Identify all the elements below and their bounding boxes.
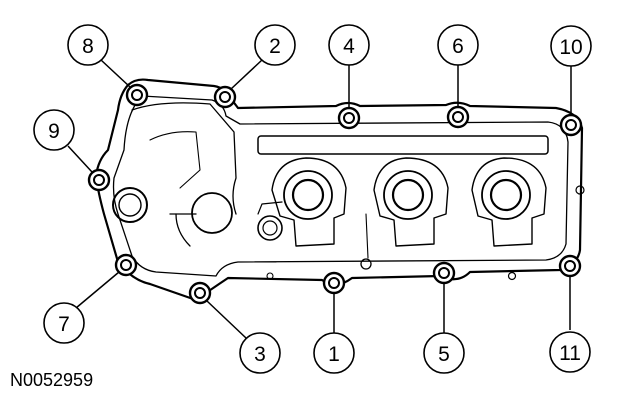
ridge-line — [131, 102, 237, 215]
cover-outline — [94, 78, 584, 302]
bolt-4 — [337, 106, 361, 130]
mount-boss — [360, 258, 372, 270]
bolt-10 — [559, 113, 583, 137]
callout-9: 9 — [33, 109, 75, 151]
leader-8 — [100, 59, 131, 88]
cover-inner-outline — [112, 95, 569, 277]
callouts: 1 2 3 4 5 6 7 8 — [33, 24, 592, 374]
oil-fill-cap — [169, 192, 233, 247]
callout-label: 10 — [559, 36, 582, 59]
callout-7: 7 — [43, 302, 85, 344]
callout-label: 6 — [452, 35, 464, 58]
callout-5: 5 — [423, 332, 465, 374]
leader-9 — [67, 145, 93, 173]
bolt-6 — [446, 105, 470, 129]
callout-2: 2 — [254, 24, 296, 66]
bolt-11 — [558, 254, 582, 278]
callout-label: 11 — [559, 342, 581, 365]
rib-line — [365, 213, 369, 259]
leader-3 — [206, 300, 247, 339]
mount-boss — [266, 272, 274, 280]
bolt-5 — [432, 261, 456, 285]
pcv-port — [257, 201, 283, 241]
callout-10: 10 — [550, 25, 592, 67]
front-boss — [112, 187, 148, 223]
leader-7 — [75, 271, 120, 309]
callout-label: 3 — [254, 343, 266, 366]
bolt-9 — [87, 168, 111, 192]
bolt-1 — [322, 271, 346, 295]
baffle-slot — [257, 135, 549, 155]
coil-tower-3 — [471, 157, 547, 247]
ridge-line-2 — [149, 131, 201, 189]
bolt-2 — [213, 85, 237, 109]
bolt-3 — [188, 281, 212, 305]
figure-id: N0052959 — [10, 370, 94, 390]
leader-2 — [230, 59, 263, 90]
mount-boss — [575, 185, 585, 195]
callout-label: 2 — [269, 35, 281, 58]
coil-tower-1 — [271, 157, 347, 247]
callout-label: 5 — [438, 343, 450, 366]
coil-tower-2 — [373, 157, 449, 247]
leader-lines — [67, 59, 572, 339]
bolt-8 — [125, 83, 149, 107]
mount-boss — [507, 271, 517, 281]
callout-label: 8 — [82, 35, 94, 58]
callout-6: 6 — [437, 24, 479, 66]
callout-label: 9 — [48, 120, 60, 143]
callout-11: 11 — [549, 331, 591, 373]
bolt-7 — [114, 253, 138, 277]
callout-8: 8 — [67, 24, 109, 66]
callout-label: 4 — [343, 35, 355, 58]
callout-1: 1 — [313, 332, 355, 374]
callout-label: 1 — [328, 343, 340, 366]
callout-3: 3 — [239, 332, 281, 374]
callout-4: 4 — [328, 24, 370, 66]
callout-label: 7 — [58, 313, 70, 336]
